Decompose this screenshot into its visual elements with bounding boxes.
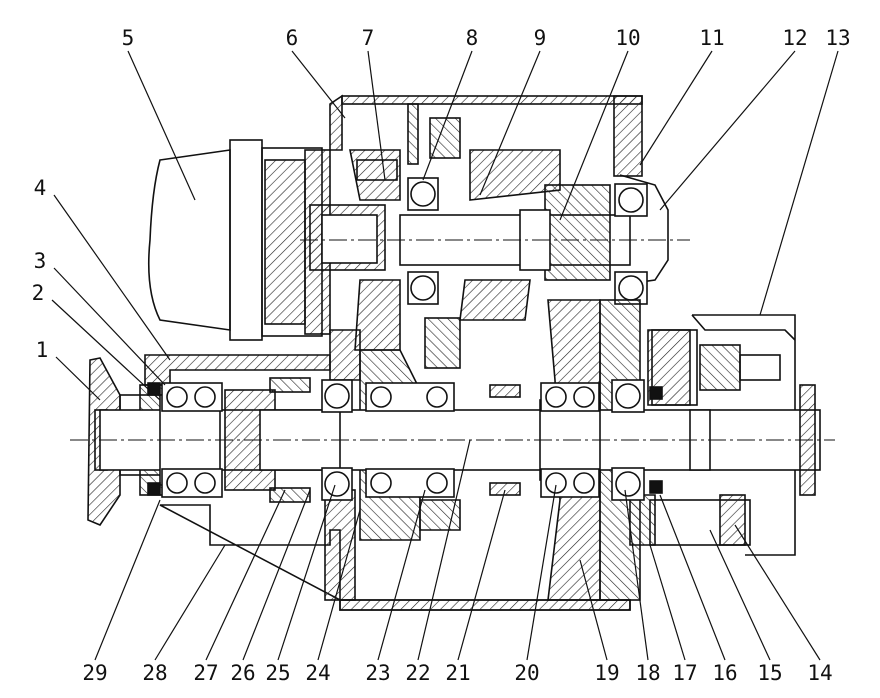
- callout-label: 16: [712, 661, 737, 685]
- leader-line: [639, 50, 713, 166]
- leader-line: [709, 529, 771, 661]
- callout-label: 11: [699, 26, 724, 50]
- lower-housing: [144, 314, 796, 611]
- leader-line: [526, 484, 557, 661]
- leader-line: [422, 50, 473, 181]
- leader-line: [51, 299, 161, 401]
- callout-label: 29: [82, 661, 107, 685]
- upper-housing: [329, 94, 643, 381]
- callout-label: 2: [32, 281, 45, 305]
- callout-label: 14: [807, 661, 832, 685]
- callout-label: 23: [365, 661, 390, 685]
- leader-line: [457, 489, 506, 661]
- leader-line: [53, 194, 171, 361]
- leader-line: [734, 524, 821, 661]
- leader-line: [579, 559, 608, 661]
- callout-label: 18: [635, 661, 660, 685]
- upper-bearings: [407, 177, 648, 305]
- leader-line: [377, 489, 426, 661]
- leader-line: [367, 50, 386, 181]
- callout-label: 3: [34, 249, 47, 273]
- leader-line: [154, 544, 226, 661]
- leader-line: [624, 489, 649, 661]
- callout-label: 5: [122, 26, 135, 50]
- callout-label: 9: [534, 26, 547, 50]
- callout-label: 19: [594, 661, 619, 685]
- leader-line: [127, 50, 196, 201]
- leader-line: [94, 499, 161, 661]
- center-lines: [70, 239, 835, 441]
- callout-label: 1: [36, 338, 49, 362]
- leader-line: [242, 489, 311, 661]
- callout-label: 10: [615, 26, 640, 50]
- callout-label: 13: [825, 26, 850, 50]
- callout-label: 20: [514, 661, 539, 685]
- callout-label: 7: [362, 26, 375, 50]
- leader-line: [205, 489, 286, 661]
- leader-line: [649, 544, 686, 661]
- callout-label: 22: [405, 661, 430, 685]
- leader-line: [317, 509, 361, 661]
- callout-label: 12: [782, 26, 807, 50]
- leader-line: [479, 50, 541, 196]
- leader-line: [659, 50, 796, 211]
- leader-line: [417, 439, 471, 661]
- leader-line: [55, 356, 101, 401]
- callout-label: 25: [265, 661, 290, 685]
- callout-label: 24: [305, 661, 330, 685]
- leader-line: [759, 50, 839, 316]
- leader-line: [559, 50, 629, 221]
- leader-line: [53, 267, 166, 386]
- callout-label: 15: [757, 661, 782, 685]
- callout-label: 6: [286, 26, 299, 50]
- leader-line: [291, 50, 346, 119]
- leader-line: [659, 494, 726, 661]
- callout-label: 21: [445, 661, 470, 685]
- callout-label: 27: [193, 661, 218, 685]
- callout-label: 17: [672, 661, 697, 685]
- callout-label: 4: [34, 176, 47, 200]
- callout-label: 26: [230, 661, 255, 685]
- callout-label: 8: [466, 26, 479, 50]
- leader-line: [277, 484, 336, 661]
- lower-bearings: [147, 379, 663, 501]
- callout-label: 28: [142, 661, 167, 685]
